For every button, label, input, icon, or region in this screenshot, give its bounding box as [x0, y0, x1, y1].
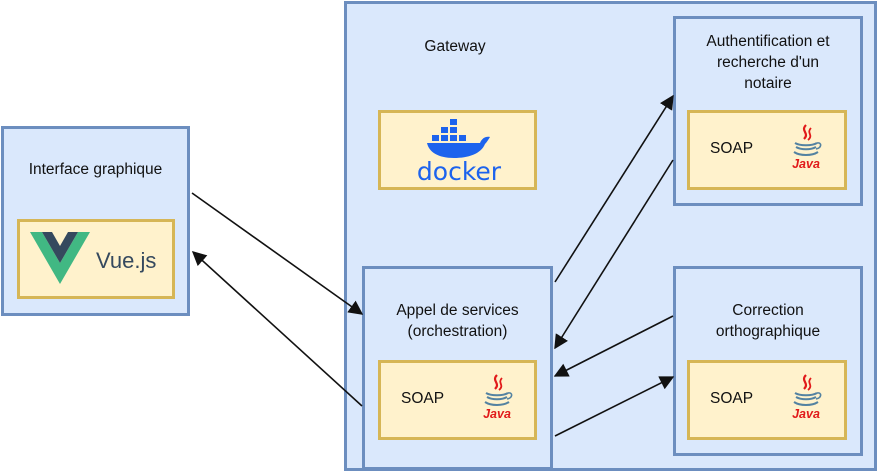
- java-label: Java: [792, 407, 820, 421]
- arrow-frontend-to-orchestration: [191, 192, 364, 315]
- auth-soap-label: SOAP: [710, 140, 754, 157]
- arrow-orchestration-to-correction: [554, 376, 675, 437]
- docker-label: docker: [416, 157, 502, 186]
- docker-block: docker: [378, 110, 537, 190]
- frontend-title: Interface graphique: [28, 161, 163, 178]
- java-logo-icon: Java: [786, 123, 826, 175]
- docker-whale-icon: [427, 119, 490, 158]
- correction-soap-block: SOAP Java: [687, 360, 847, 440]
- vue-logo-icon: [30, 232, 90, 284]
- vue-label: Vue.js: [96, 248, 157, 273]
- correction-soap-label: SOAP: [710, 390, 754, 407]
- arrow-auth-to-orchestration: [554, 159, 674, 350]
- arrow-orchestration-to-auth: [554, 94, 674, 283]
- arrow-orchestration-to-frontend: [191, 251, 363, 407]
- orchestration-soap-label: SOAP: [401, 390, 445, 407]
- auth-soap-block: SOAP Java: [687, 110, 847, 190]
- correction-service-title: Correction orthographique: [715, 302, 821, 340]
- java-logo-icon: Java: [786, 373, 826, 425]
- java-label: Java: [483, 407, 511, 421]
- auth-service-title: Authentification et recherche d'un notai…: [706, 33, 830, 92]
- arrow-correction-to-orchestration: [553, 315, 674, 377]
- gateway-title: Gateway: [424, 38, 486, 55]
- java-label: Java: [792, 157, 820, 171]
- vue-block: Vue.js: [17, 219, 175, 299]
- java-logo-icon: Java: [477, 373, 517, 425]
- orchestration-soap-block: SOAP Java: [378, 360, 537, 440]
- orchestration-title: Appel de services (orchestration): [396, 302, 519, 340]
